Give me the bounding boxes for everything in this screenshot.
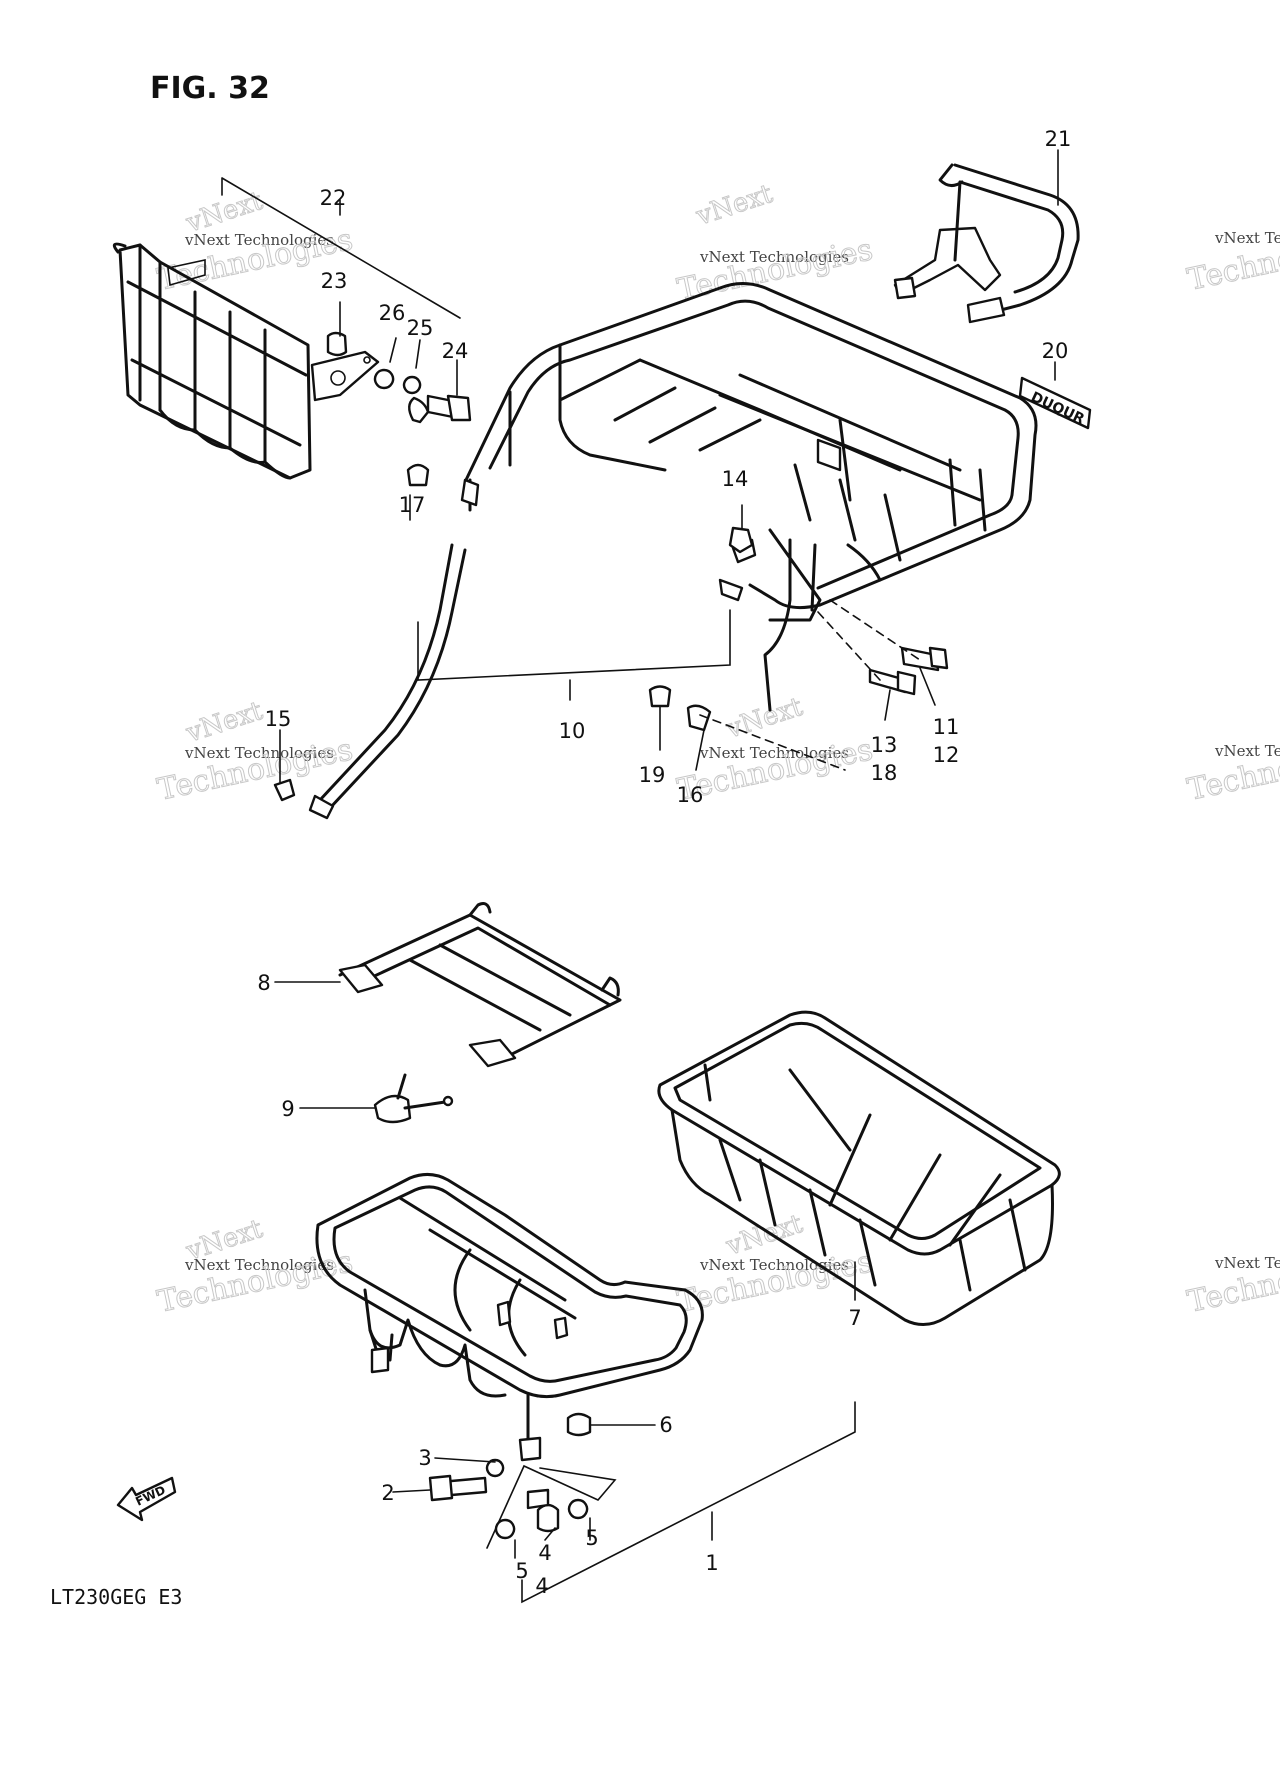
label-part-2: 2	[381, 1481, 394, 1505]
basket-7	[657, 1010, 1061, 1326]
rear-carrier-10	[460, 282, 1038, 712]
leader-23-26	[339, 301, 458, 396]
carrier-hardware	[273, 463, 949, 802]
front-guard-hardware	[326, 331, 472, 424]
fwd-arrow-icon: FWD	[116, 1476, 177, 1522]
decal-20: DUQUR	[1018, 376, 1092, 430]
model-code: LT230GEG E3	[50, 1585, 182, 1609]
label-part-7: 7	[848, 1306, 861, 1330]
leader-22	[221, 177, 461, 319]
label-part-12: 12	[933, 743, 960, 767]
support-rod-end	[308, 794, 335, 820]
watermark-small: vNext Technologies	[1214, 742, 1280, 760]
label-part-15: 15	[265, 707, 292, 731]
watermark-7: vNext vNext Technologies Technologies	[154, 1213, 356, 1320]
leader-10	[417, 609, 731, 701]
rear-bumper-21	[893, 163, 1080, 324]
clamp-9	[373, 1073, 454, 1124]
part-number-labels: 22 23 26 25 24 17 15 10 14 19 16 13 18 1…	[257, 127, 1071, 1598]
label-part-14: 14	[722, 467, 749, 491]
label-part-11: 11	[933, 715, 960, 739]
label-part-13: 13	[871, 733, 898, 757]
watermark-brand: vNext	[722, 1209, 807, 1262]
front-guard-22	[112, 242, 380, 480]
watermark-small: vNext Technologies	[184, 744, 334, 762]
watermark-small: vNext Technologies	[1214, 229, 1280, 247]
figure-title: FIG. 32	[150, 71, 270, 106]
watermark-small: vNext Technologies	[699, 248, 849, 266]
label-part-6: 6	[659, 1413, 672, 1437]
watermark-large: Technologies	[674, 232, 875, 308]
watermark-small: vNext Technologies	[184, 1256, 334, 1274]
label-part-24: 24	[442, 339, 469, 363]
leader-carrier-parts	[279, 494, 936, 783]
label-part-3: 3	[418, 1446, 431, 1470]
leader-front-hardware	[392, 1424, 656, 1559]
watermark-group: vNext vNext Technologies Technologies vN…	[154, 178, 1280, 1321]
label-part-22: 22	[320, 186, 347, 210]
front-carrier-hardware	[428, 1412, 592, 1540]
dashed-leaders-carrier	[699, 599, 921, 771]
label-part-16: 16	[677, 783, 704, 807]
label-part-17: 17	[399, 493, 426, 517]
watermark-brand: vNext	[722, 692, 807, 745]
label-part-10: 10	[559, 719, 586, 743]
label-part-1: 1	[705, 1551, 718, 1575]
label-part-5: 5	[515, 1559, 528, 1583]
leader-1	[521, 1401, 856, 1604]
watermark-9: vNext Technologies Technologies	[1184, 1244, 1280, 1321]
label-part-18: 18	[871, 761, 898, 785]
watermark-4: vNext vNext Technologies Technologies	[154, 695, 356, 808]
label-part-9: 9	[281, 1097, 294, 1121]
watermark-6: vNext Technologies Technologies	[1184, 732, 1280, 809]
label-part-23: 23	[321, 269, 348, 293]
watermark-2: vNext vNext Technologies Technologies	[674, 178, 876, 308]
bracket-8	[338, 902, 622, 1068]
label-part-5: 5	[585, 1526, 598, 1550]
label-part-20: 20	[1042, 339, 1069, 363]
watermark-small: vNext Technologies	[1214, 1254, 1280, 1272]
watermark-small: vNext Technologies	[184, 231, 334, 249]
label-part-26: 26	[379, 301, 406, 325]
label-part-4: 4	[538, 1541, 551, 1565]
label-part-8: 8	[257, 971, 270, 995]
watermark-brand: vNext	[692, 179, 777, 232]
label-part-19: 19	[639, 763, 666, 787]
watermark-brand: vNext	[182, 696, 267, 749]
label-part-25: 25	[407, 316, 434, 340]
front-carrier-1	[315, 1173, 704, 1462]
watermark-3: vNext Technologies Technologies	[1184, 222, 1280, 299]
label-part-21: 21	[1045, 127, 1072, 151]
label-part-4: 4	[535, 1574, 548, 1598]
